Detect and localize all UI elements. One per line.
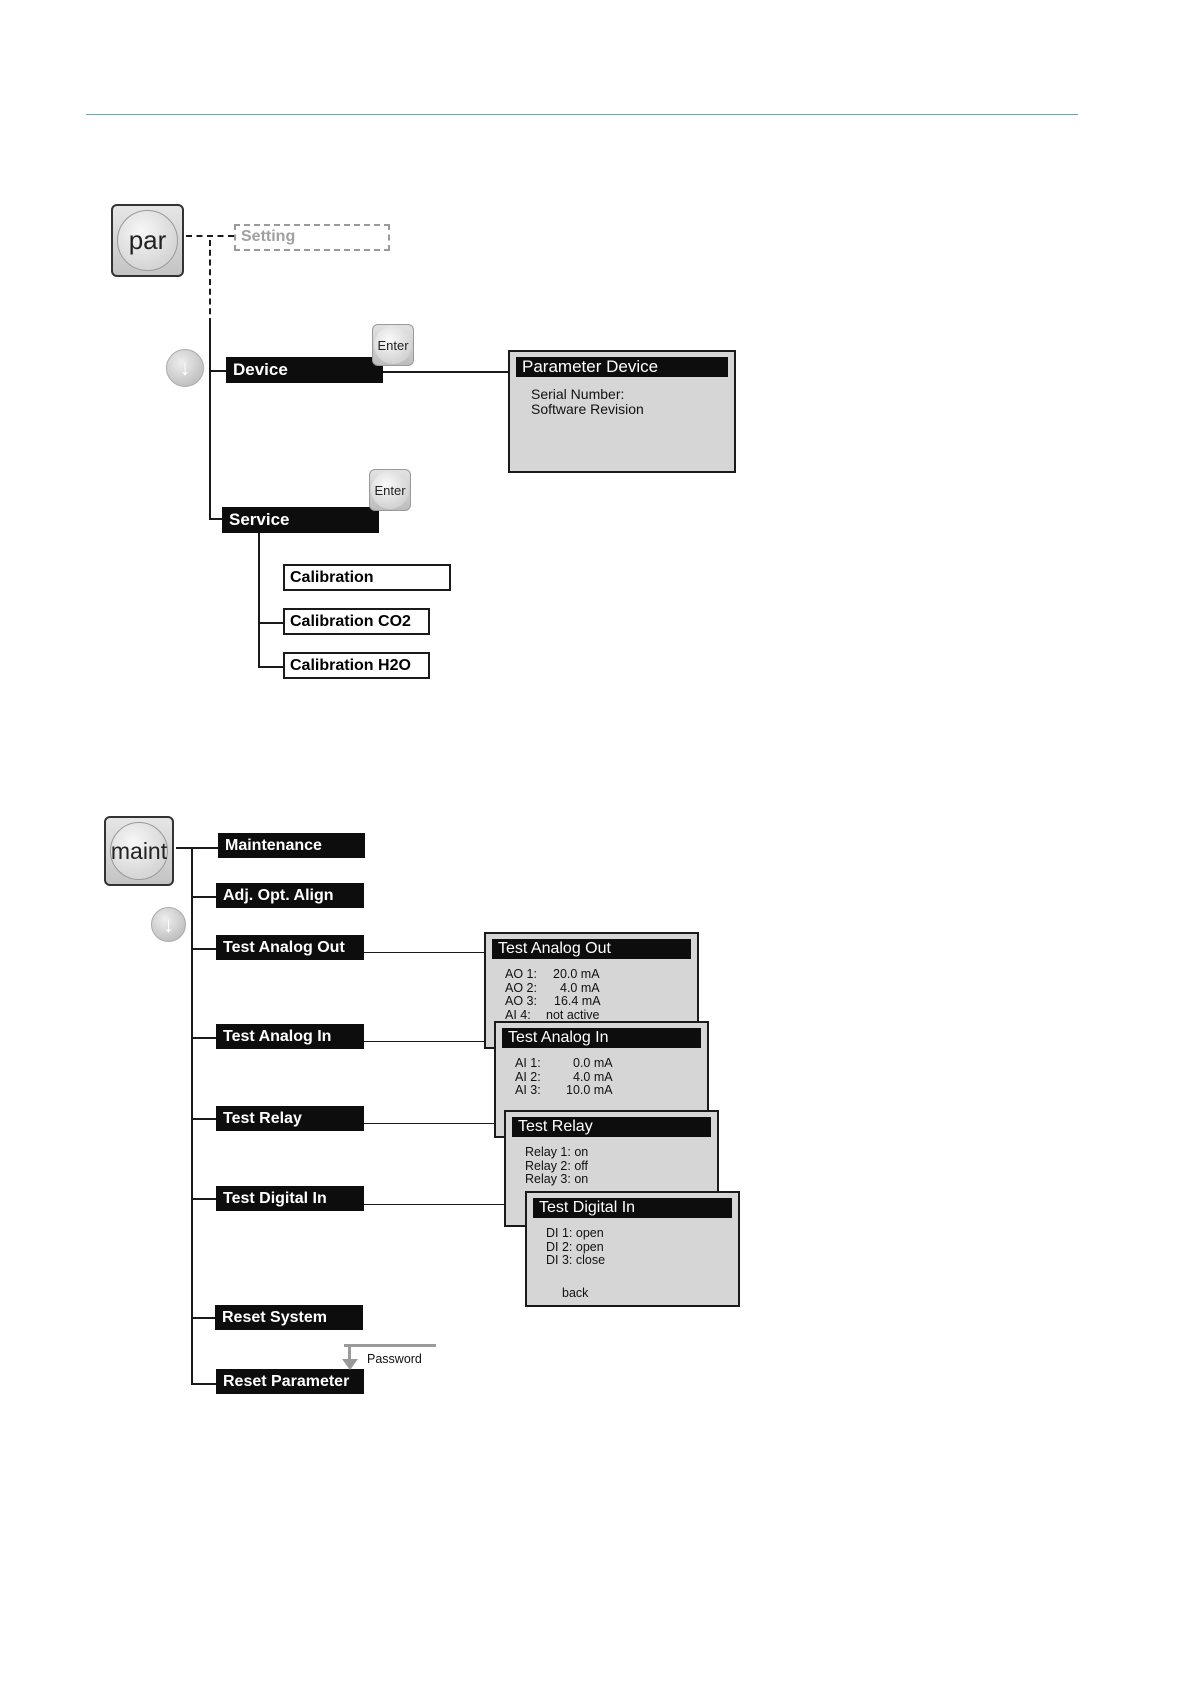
ao2-label: AO 2: — [505, 981, 537, 995]
ai3-value: 10.0 mA — [566, 1083, 613, 1097]
panel-title: Test Analog In — [502, 1028, 701, 1048]
connector-cal-co2 — [258, 622, 284, 624]
calibration-h2o-item[interactable]: Calibration H2O — [283, 652, 430, 679]
enter-key-service[interactable]: Enter — [369, 469, 411, 511]
ao3-value: 16.4 mA — [554, 994, 601, 1008]
reset-system-item[interactable]: Reset System — [215, 1305, 363, 1330]
panel-title: Test Relay — [512, 1117, 711, 1137]
down-arrow-icon[interactable]: ↓ — [166, 349, 204, 387]
di1-row: DI 1: open — [546, 1226, 604, 1240]
ao2-value: 4.0 mA — [560, 981, 600, 995]
test-digital-in-panel: Test Digital In DI 1: open DI 2: open DI… — [525, 1191, 740, 1307]
ai2-value: 4.0 mA — [573, 1070, 613, 1084]
ai4-value: not active — [546, 1008, 600, 1022]
password-arrow-stem — [348, 1344, 351, 1361]
par-key[interactable]: par — [111, 204, 184, 277]
device-item[interactable]: Device — [226, 357, 383, 383]
connector-digital-in-panel — [364, 1204, 527, 1205]
connector-analog-in-panel — [364, 1041, 495, 1042]
ao3-label: AO 3: — [505, 994, 537, 1008]
serial-number-label: Serial Number: — [531, 386, 625, 402]
service-item[interactable]: Service — [222, 507, 379, 533]
test-relay-item[interactable]: Test Relay — [216, 1106, 364, 1131]
connector-device — [209, 370, 226, 372]
test-analog-in-item[interactable]: Test Analog In — [216, 1024, 364, 1049]
connector-relay-panel — [364, 1123, 505, 1124]
test-digital-in-item[interactable]: Test Digital In — [216, 1186, 364, 1211]
connector-digital-in — [191, 1198, 218, 1200]
connector-reset-system — [191, 1317, 218, 1319]
connector-relay — [191, 1118, 218, 1120]
ai1-label: AI 1: — [515, 1056, 541, 1070]
connector-reset-parameter — [191, 1383, 218, 1385]
maint-key[interactable]: maint — [104, 816, 174, 886]
maint-key-label: maint — [109, 821, 169, 881]
connector-maint-trunk — [191, 847, 193, 1385]
connector-service — [209, 518, 223, 520]
ai3-label: AI 3: — [515, 1083, 541, 1097]
enter-key-device[interactable]: Enter — [372, 324, 414, 366]
connector-analog-out — [191, 948, 218, 950]
connector-cal-h2o — [258, 666, 284, 668]
connector-device-panel — [383, 371, 509, 373]
password-arrow-line — [344, 1344, 436, 1347]
relay1-row: Relay 1: on — [525, 1145, 589, 1159]
connector-service-trunk — [258, 533, 260, 666]
ai4-label: AI 4: — [505, 1008, 531, 1022]
maintenance-item[interactable]: Maintenance — [218, 833, 365, 858]
setting-item[interactable]: Setting — [234, 224, 390, 251]
di3-row: DI 3: close — [546, 1253, 606, 1267]
connector-par-setting — [186, 235, 234, 237]
password-label: Password — [367, 1352, 422, 1366]
down-arrow-icon[interactable]: ↓ — [151, 907, 186, 942]
ao1-label: AO 1: — [505, 967, 537, 981]
ai1-value: 0.0 mA — [573, 1056, 613, 1070]
back-option[interactable]: back — [562, 1286, 589, 1300]
calibration-co2-item[interactable]: Calibration CO2 — [283, 608, 430, 635]
test-analog-out-item[interactable]: Test Analog Out — [216, 935, 364, 960]
connector-par-down-dashed — [209, 240, 211, 324]
panel-title: Test Digital In — [533, 1198, 732, 1218]
panel-title: Test Analog Out — [492, 939, 691, 959]
ai2-label: AI 2: — [515, 1070, 541, 1084]
calibration-item[interactable]: Calibration — [283, 564, 451, 591]
enter-label: Enter — [371, 471, 409, 509]
header-rule — [86, 114, 1078, 115]
connector-adj — [191, 896, 218, 898]
parameter-device-panel: Parameter Device Serial Number: Software… — [508, 350, 736, 473]
par-key-label: par — [116, 209, 179, 272]
panel-title: Parameter Device — [516, 357, 728, 377]
connector-analog-in — [191, 1037, 218, 1039]
di2-row: DI 2: open — [546, 1240, 604, 1254]
password-arrow-icon — [342, 1359, 358, 1370]
connector-maint — [176, 847, 218, 849]
connector-analog-out-panel — [364, 952, 485, 953]
adj-opt-align-item[interactable]: Adj. Opt. Align — [216, 883, 364, 908]
software-revision-label: Software Revision — [531, 401, 644, 417]
ao1-value: 20.0 mA — [553, 967, 600, 981]
relay2-row: Relay 2: off — [525, 1159, 589, 1173]
enter-label: Enter — [374, 326, 412, 364]
reset-parameter-item[interactable]: Reset Parameter — [216, 1369, 364, 1394]
connector-par-trunk — [209, 324, 211, 518]
relay3-row: Relay 3: on — [525, 1172, 589, 1186]
